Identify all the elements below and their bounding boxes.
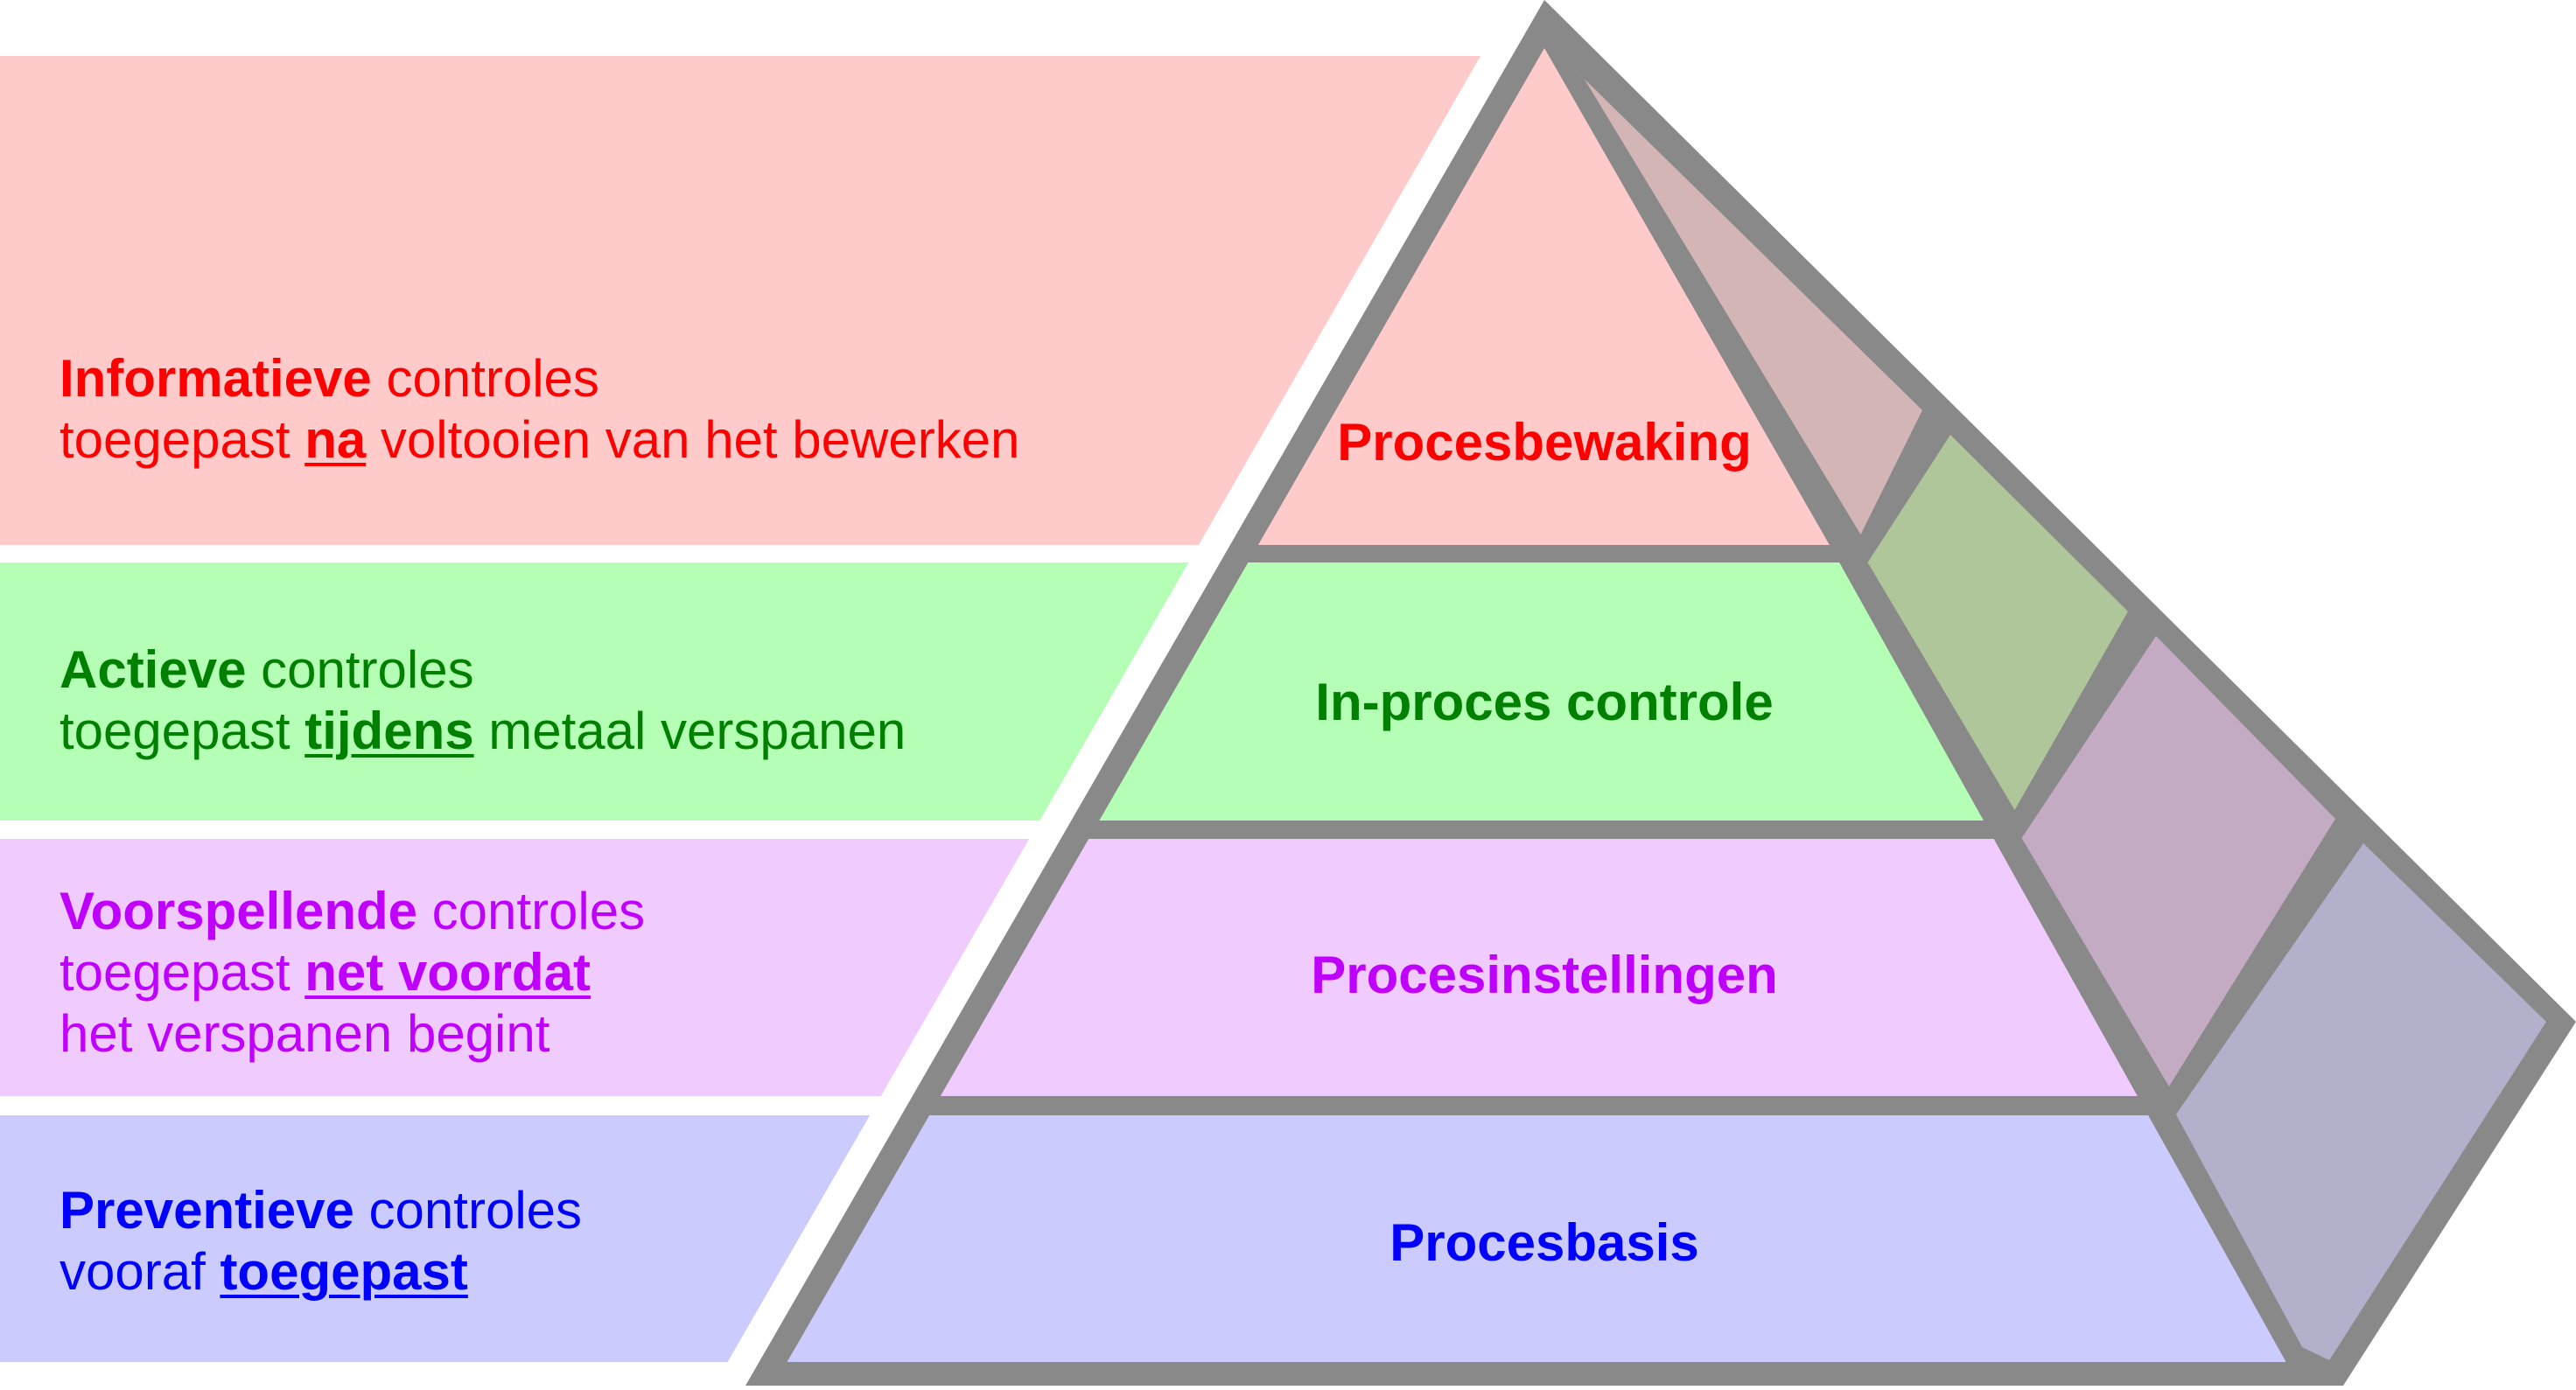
tier-procesbasis xyxy=(787,1115,2286,1362)
tier-procesinstellingen xyxy=(940,839,2138,1096)
band-preventieve xyxy=(0,1115,871,1362)
tier-procesbewaking xyxy=(1257,48,1830,545)
label-description: toegepast tijdens metaal verspanen xyxy=(60,702,906,760)
label-actieve-controles: Actieve controles toegepast tijdens meta… xyxy=(60,639,906,762)
label-title: Voorspellende controles xyxy=(60,882,646,940)
label-informatieve-controles: Informatieve controles toegepast na volt… xyxy=(60,348,1019,471)
label-title: Informatieve controles xyxy=(60,349,599,408)
label-preventieve-controles: Preventieve controles vooraf toegepast xyxy=(60,1180,582,1303)
left-bands xyxy=(0,56,1481,1362)
pyramid-front-face xyxy=(787,48,2286,1362)
label-voorspellende-controles: Voorspellende controles toegepast net vo… xyxy=(60,881,645,1065)
tier-label-procesbewaking: Procesbewaking xyxy=(1337,413,1752,471)
band-informatieve xyxy=(0,56,1481,545)
label-title: Actieve controles xyxy=(60,640,474,699)
band-actieve xyxy=(0,562,1189,821)
side-in-proces-controle xyxy=(1867,435,2128,810)
side-procesinstellingen xyxy=(2021,636,2335,1086)
tier-label-procesbasis: Procesbasis xyxy=(1390,1213,1699,1272)
label-description-2: het verspanen begint xyxy=(60,1004,550,1063)
label-title: Preventieve controles xyxy=(60,1181,583,1240)
tier-in-proces-controle xyxy=(1099,562,1984,821)
label-description: toegepast na voltooien van het bewerken xyxy=(60,410,1020,469)
band-voorspellende xyxy=(0,839,1030,1096)
side-procesbewaking xyxy=(1566,61,1922,534)
tier-label-procesinstellingen: Procesinstellingen xyxy=(1311,946,1778,1004)
label-description: vooraf toegepast xyxy=(60,1242,468,1301)
label-description: toegepast net voordat xyxy=(60,943,591,1002)
pyramid-side-face xyxy=(1566,61,2546,1360)
tier-label-in-proces-controle: In-proces controle xyxy=(1315,673,1773,731)
side-procesbasis xyxy=(2175,843,2546,1360)
